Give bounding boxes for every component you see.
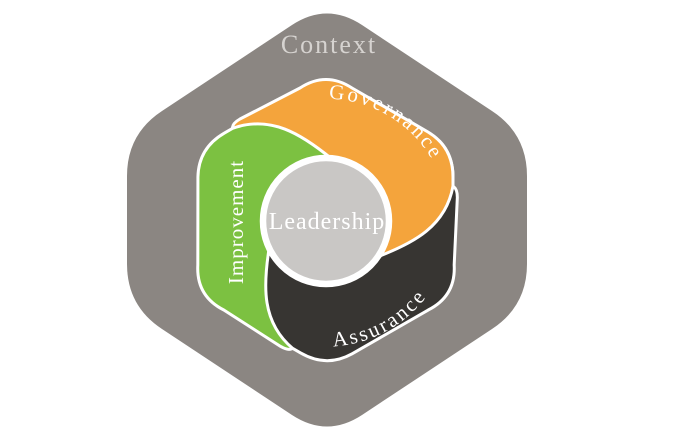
context-label: Context xyxy=(281,30,377,59)
leadership-circle xyxy=(259,154,393,288)
leadership-label: Leadership xyxy=(269,209,386,235)
improvement-label: Improvement xyxy=(224,160,248,284)
